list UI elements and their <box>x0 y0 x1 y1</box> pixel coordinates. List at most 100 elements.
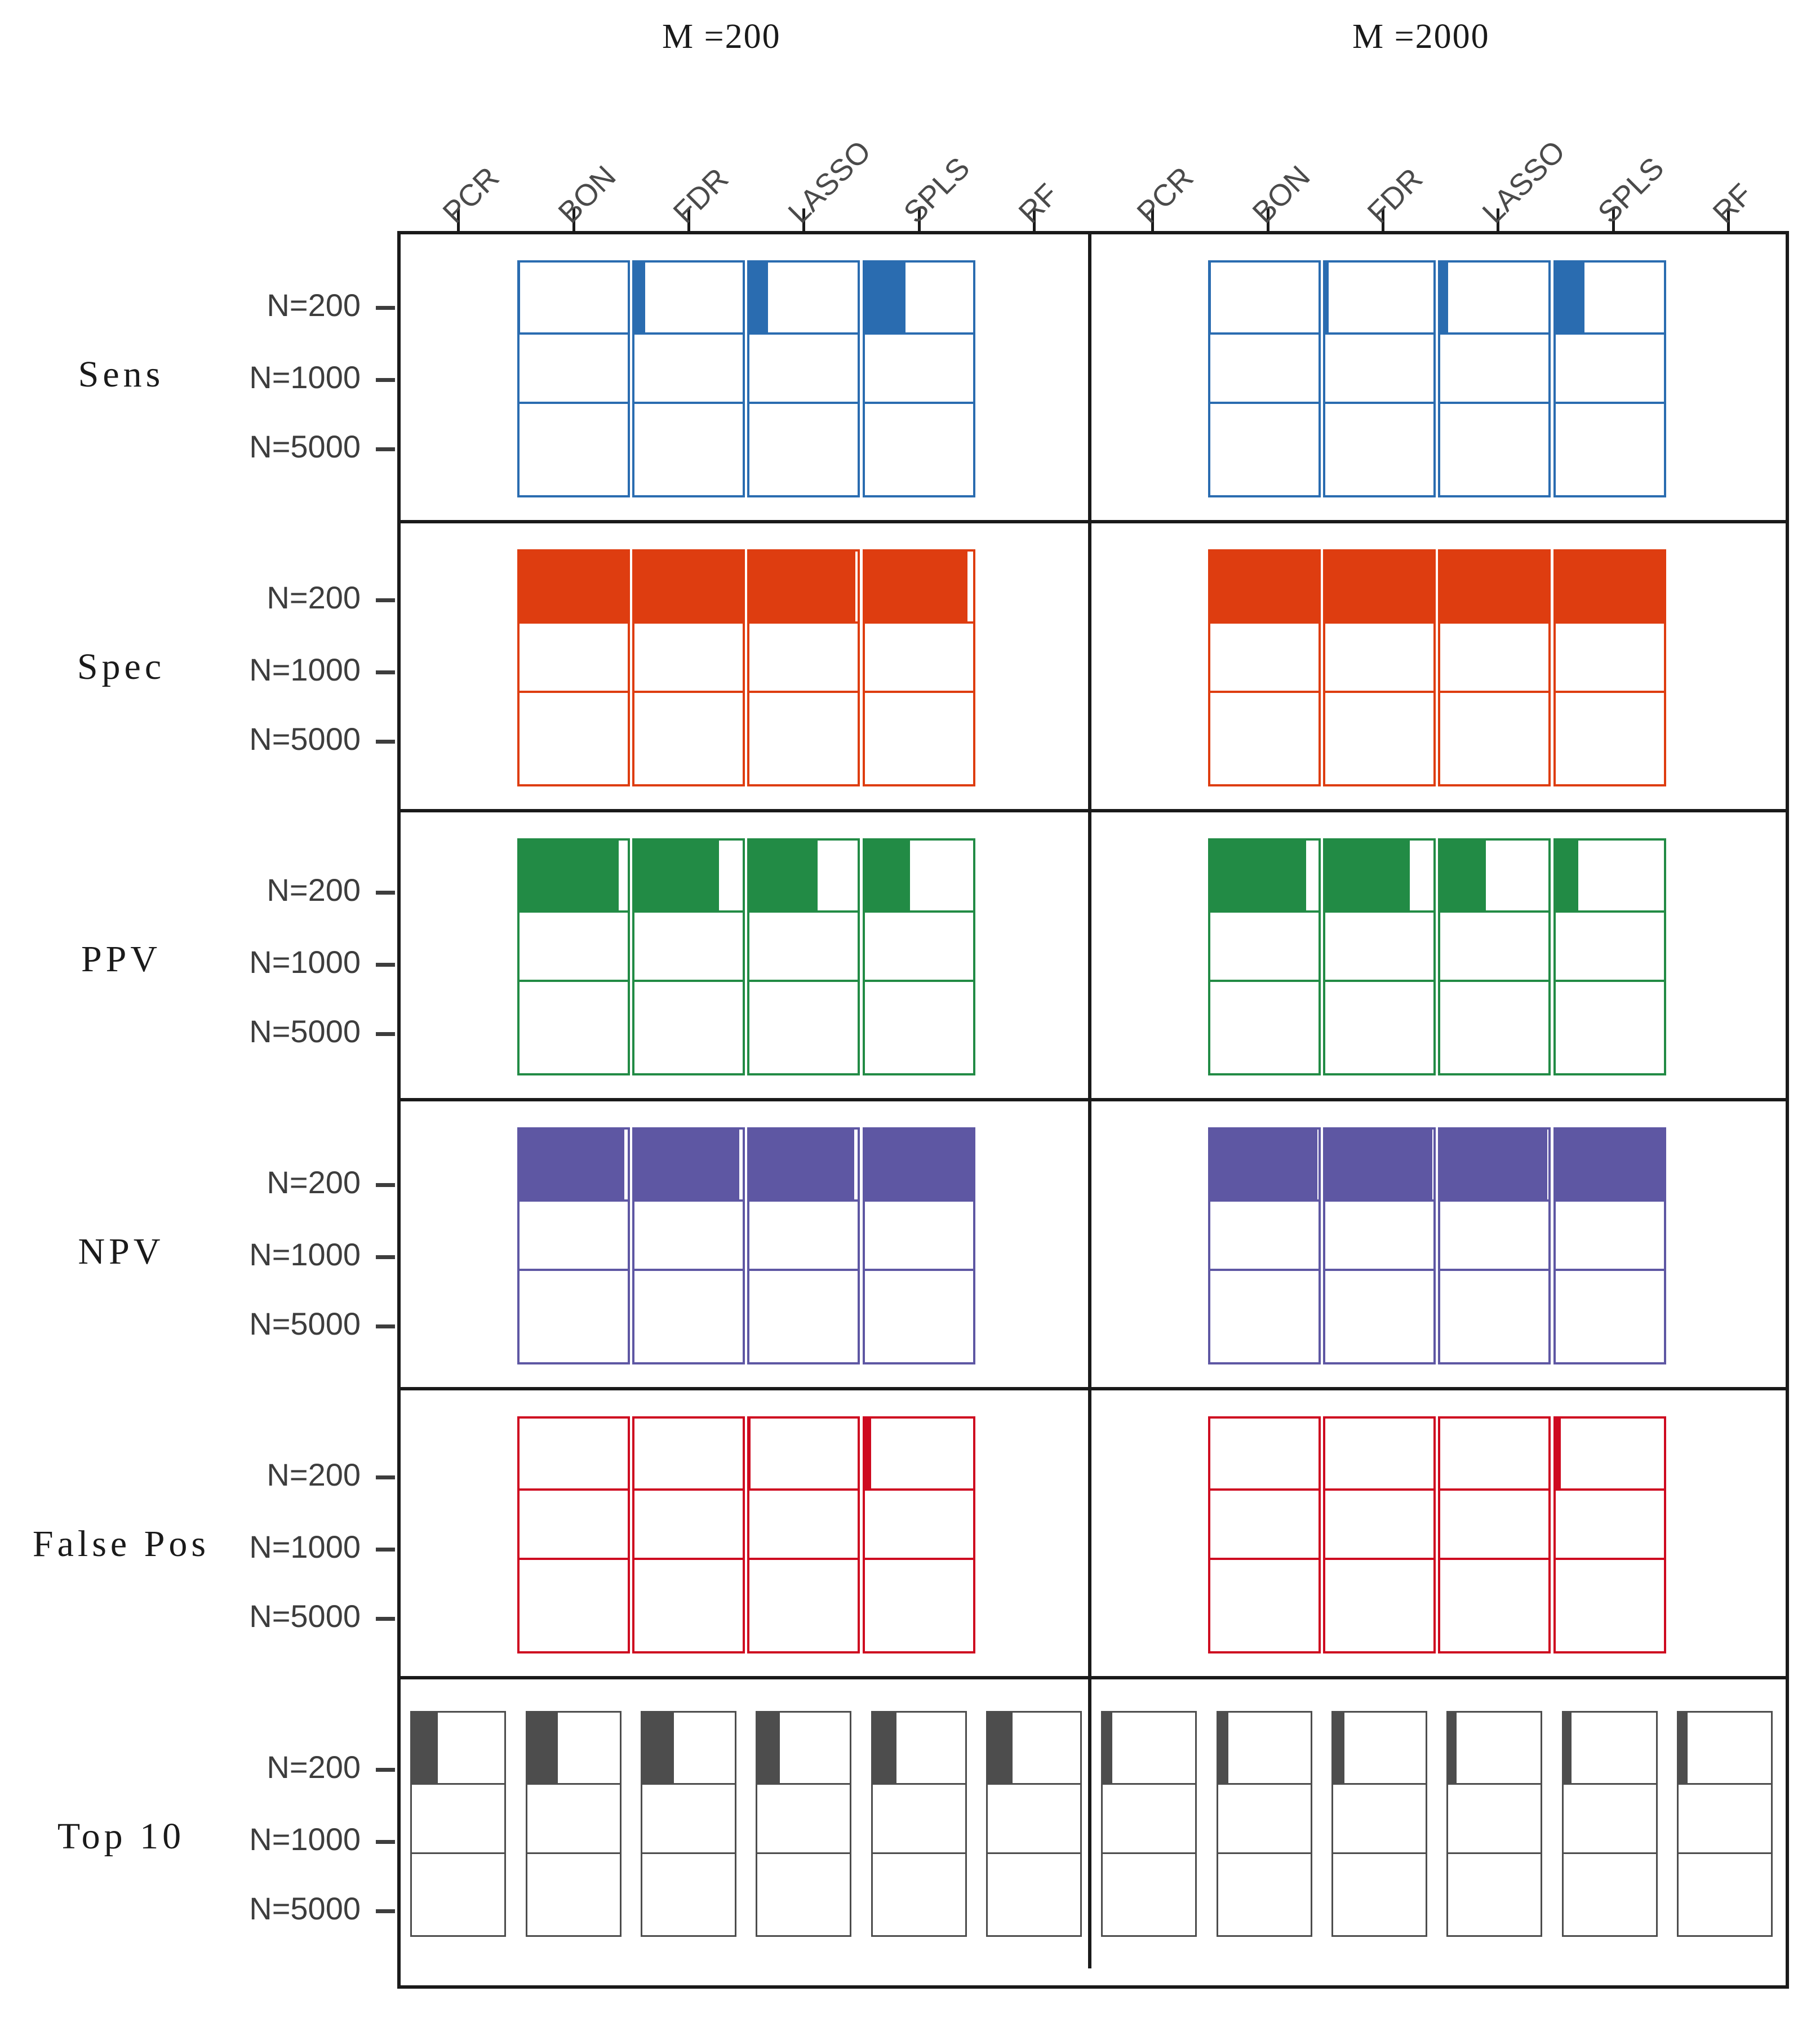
metric-box <box>517 402 630 498</box>
metric-box <box>632 402 745 498</box>
metric-box <box>1438 1269 1551 1365</box>
metric-box <box>756 1852 852 1937</box>
sample-size-tick-mark <box>376 378 395 383</box>
metric-bar-fill <box>1440 262 1448 354</box>
method-tick-label-bon: BON <box>551 159 623 230</box>
metric-box <box>1208 1269 1321 1365</box>
metric-bar-fill <box>519 262 521 354</box>
sample-size-tick-mark <box>376 1840 395 1844</box>
metric-box <box>862 691 975 787</box>
metric-box <box>1322 1558 1436 1654</box>
method-tick-mark <box>1381 208 1384 231</box>
sample-size-label: N=1000 <box>249 944 361 980</box>
sample-size-label: N=200 <box>267 1164 361 1200</box>
sample-size-label: N=5000 <box>249 1014 361 1050</box>
metric-bar-fill <box>757 1712 780 1794</box>
metric-bar-fill <box>1563 1712 1572 1794</box>
metric-box <box>1438 402 1551 498</box>
metric-box <box>1553 1269 1666 1365</box>
metric-box <box>1322 402 1436 498</box>
metric-box <box>1438 1558 1551 1654</box>
metric-panel-row-ppv <box>401 812 1786 1101</box>
panel-sens-m200 <box>401 234 1091 520</box>
sample-size-tick-mark <box>376 1032 395 1037</box>
column-group-label-m200: M =200 <box>662 17 781 56</box>
sample-size-tick-mark <box>376 1475 395 1479</box>
sample-size-tick-mark <box>376 1617 395 1621</box>
metric-box <box>632 691 745 787</box>
panel-spec-m2000 <box>1091 523 1782 809</box>
metric-name-label-top-10: Top 10 <box>57 1815 185 1857</box>
method-tick-label-rf: RF <box>1706 177 1759 230</box>
sample-size-label: N=5000 <box>249 1306 361 1342</box>
metric-box <box>640 1852 736 1937</box>
sample-size-tick-mark <box>376 1255 395 1260</box>
metric-bar-fill <box>987 1712 1013 1794</box>
metric-box <box>747 402 860 498</box>
panel-grid <box>397 231 1789 1989</box>
metric-box <box>1322 1269 1436 1365</box>
sample-size-tick-mark <box>376 670 395 675</box>
metric-box <box>747 691 860 787</box>
method-tick-label-pcr: PCR <box>436 160 506 230</box>
metric-box <box>517 1269 630 1365</box>
method-tick-mark <box>1032 208 1036 231</box>
method-tick-mark <box>1612 208 1615 231</box>
sample-size-label: N=1000 <box>249 359 361 395</box>
metric-box <box>632 1269 745 1365</box>
method-tick-mark <box>1266 208 1269 231</box>
panel-spec-m200 <box>401 523 1091 809</box>
panel-npv-m2000 <box>1091 1101 1782 1387</box>
panel-ppv-m200 <box>401 812 1091 1098</box>
sample-size-tick-mark <box>376 1183 395 1187</box>
sample-size-label: N=200 <box>267 1456 361 1492</box>
panel-false-pos-m200 <box>401 1390 1091 1676</box>
metric-panel-row-spec <box>401 523 1786 812</box>
method-tick-mark <box>917 208 921 231</box>
sample-size-label: N=200 <box>267 872 361 908</box>
sample-size-label: N=1000 <box>249 652 361 688</box>
method-tick-label-lasso: LASSO <box>782 134 878 230</box>
method-tick-label-pcr: PCR <box>1130 160 1200 230</box>
metric-box <box>1208 1558 1321 1654</box>
metric-name-label-npv: NPV <box>78 1230 165 1272</box>
metric-box <box>1322 691 1436 787</box>
metric-bar-fill <box>1448 1712 1457 1794</box>
metric-box <box>862 1558 975 1654</box>
method-tick-label-spls: SPLS <box>896 150 976 230</box>
method-tick-label-rf: RF <box>1012 177 1065 230</box>
metric-box <box>862 1269 975 1365</box>
sample-size-label: N=5000 <box>249 429 361 465</box>
method-tick-mark <box>687 208 690 231</box>
metric-name-label-false-pos: False Pos <box>32 1523 210 1564</box>
metric-box <box>1561 1710 1658 1795</box>
sample-size-label: N=5000 <box>249 1598 361 1634</box>
metric-bar-fill <box>1555 1418 1561 1510</box>
metric-bar-fill <box>1325 262 1329 354</box>
metric-bar-fill <box>412 1712 438 1794</box>
method-tick-mark <box>457 208 460 231</box>
metric-box <box>410 1710 507 1795</box>
metric-box <box>1553 980 1666 1076</box>
metric-box <box>1331 1852 1427 1937</box>
sample-size-tick-mark <box>376 890 395 895</box>
sample-size-tick-mark <box>376 305 395 310</box>
sample-size-label: N=1000 <box>249 1237 361 1273</box>
method-tick-mark <box>802 208 806 231</box>
metric-box <box>1331 1710 1427 1795</box>
metric-box <box>1446 1852 1543 1937</box>
metric-box <box>1208 402 1321 498</box>
method-tick-mark <box>572 208 575 231</box>
metric-box <box>747 1558 860 1654</box>
metric-panel-row-sens <box>401 234 1786 523</box>
metric-name-label-sens: Sens <box>78 353 165 395</box>
metric-name-label-spec: Spec <box>77 646 166 687</box>
metric-bar-fill <box>634 262 646 354</box>
metric-box <box>632 1558 745 1654</box>
metric-bar-fill <box>872 1712 897 1794</box>
metric-bar-fill <box>1218 1712 1228 1794</box>
metric-bar-fill <box>864 1418 872 1510</box>
sample-size-tick-mark <box>376 1548 395 1552</box>
panel-false-pos-m2000 <box>1091 1390 1782 1676</box>
